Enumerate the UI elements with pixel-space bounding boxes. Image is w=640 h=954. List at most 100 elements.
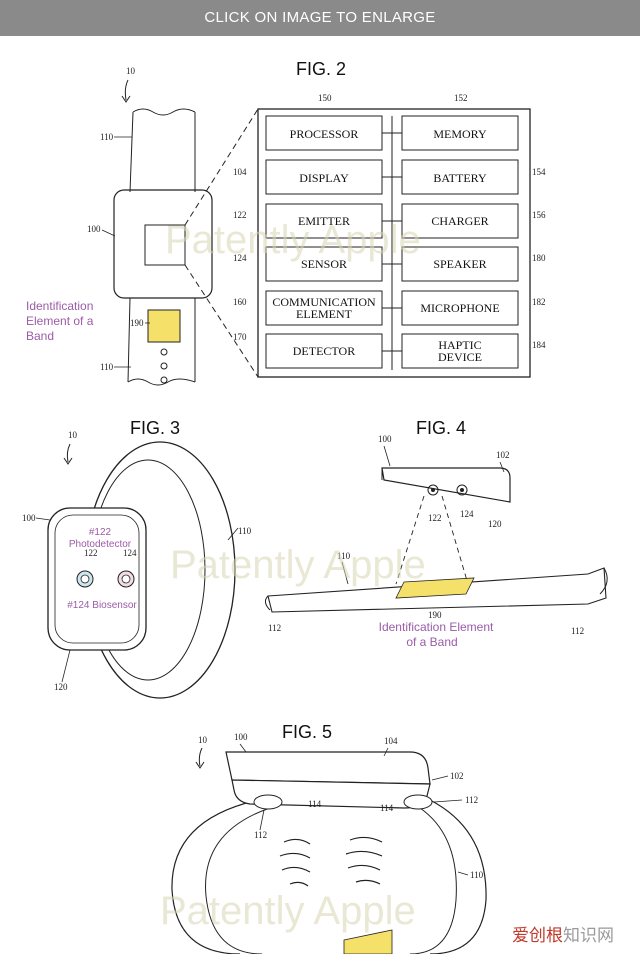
fig2-zoom-line-bottom — [184, 264, 259, 378]
fig5-ref-lug-left: 114 — [308, 799, 322, 809]
watermark-fig5: Patently Apple — [160, 889, 416, 933]
fig5-watch-top — [225, 751, 431, 785]
fig4-sensor-core — [460, 488, 464, 492]
site-watermark-rest: 知识网 — [563, 926, 614, 946]
fig4-identification-element — [395, 577, 475, 599]
label-device: DEVICE — [438, 350, 482, 364]
fig2-watch-case — [113, 189, 213, 299]
fig3-bottom-leader — [61, 649, 71, 683]
fig2-device-arrow — [121, 95, 131, 103]
fig3-watch-back — [54, 514, 140, 644]
fig5-title: FIG. 5 — [282, 722, 332, 742]
fig4-cone-left — [395, 495, 425, 585]
fig5-device-leader — [198, 747, 203, 767]
fig4-ref-emitter: 122 — [428, 513, 442, 523]
fig5-corner-leader — [431, 775, 449, 781]
fig2-zoom-line-top — [184, 108, 259, 226]
ref-memory: 152 — [454, 93, 468, 103]
fig4-cone-right — [441, 495, 469, 585]
fig3-ref-bottom: 120 — [54, 682, 68, 692]
fig2-band-hole — [160, 348, 168, 356]
fig5-lug-left — [253, 794, 283, 810]
label-speaker: SPEAKER — [433, 257, 486, 271]
watermark-fig2: Patently Apple — [165, 218, 421, 262]
fig4-title: FIG. 4 — [416, 418, 466, 438]
fig2-band-hole — [160, 376, 168, 384]
fig2-band-top-edge — [132, 108, 196, 116]
ref-emitter: 122 — [233, 210, 247, 220]
fig2-band-bottom-edge — [127, 378, 196, 386]
fig4-ref-left-end: 112 — [268, 623, 281, 633]
fig2-band-hole — [160, 362, 168, 370]
fig3-band-leader — [227, 527, 239, 541]
label-sensor: SENSOR — [301, 257, 347, 271]
label-battery: BATTERY — [433, 171, 487, 185]
enlarge-banner[interactable]: CLICK ON IMAGE TO ENLARGE — [0, 0, 640, 36]
fig2-ref-device: 10 — [126, 66, 136, 76]
fig4-ref-right-end: 112 — [571, 626, 584, 636]
fig5-ref-end-left: 112 — [254, 830, 267, 840]
fig4-annotation-line2: of a Band — [406, 635, 457, 649]
fig3-annot-top-2: Photodetector — [69, 539, 132, 550]
fig5-band-leader — [457, 871, 469, 876]
fig3-ref-sensor: 124 — [123, 548, 137, 558]
label-communication: COMMUNICATION — [272, 295, 376, 309]
ref-microphone: 182 — [532, 297, 546, 307]
fig2-left-blocks — [265, 115, 383, 369]
fig2-device-leader — [124, 79, 129, 101]
fig4-corner-leader — [499, 461, 505, 473]
ref-communication: 160 — [233, 297, 247, 307]
fig4-emitter-core — [431, 488, 435, 492]
ref-detector: 170 — [233, 332, 247, 342]
fig5-band-left-outer — [171, 799, 259, 954]
fig2-ref-watch: 100 — [87, 224, 101, 234]
fig5-watch-leader — [239, 743, 247, 753]
fig2-ref-id-element: 190 — [130, 318, 144, 328]
fig3-watch-case — [47, 507, 147, 651]
fig3-photodetector-lens — [80, 574, 90, 584]
fig3-watch-leader — [35, 517, 51, 521]
fig5-lug-right — [403, 794, 433, 810]
fig4-watch-leader — [383, 445, 391, 467]
fig2-title: FIG. 2 — [296, 59, 346, 79]
fig4-ref-sensor: 124 — [460, 509, 474, 519]
fig4-emitter — [427, 484, 439, 496]
fig4-ref-band: 110 — [337, 551, 351, 561]
ref-haptic: 184 — [532, 340, 546, 350]
fig3-title: FIG. 3 — [130, 418, 180, 438]
fig2-bus-connectors — [382, 132, 402, 352]
fig2-band-bottom-left — [127, 297, 131, 383]
fig5-device-arrow — [195, 761, 205, 769]
fig5-end-left-leader — [259, 809, 265, 831]
fig5-band-right-inner — [409, 807, 457, 954]
ref-display: 104 — [233, 167, 247, 177]
fig3-device-leader — [66, 443, 71, 463]
fig5-signal-waves — [279, 836, 383, 887]
fig5-ref-display: 104 — [384, 736, 398, 746]
fig3-ref-band: 110 — [238, 526, 252, 536]
fig4-annotation-line1: Identification Element — [379, 620, 494, 634]
fig4-band-right-curl — [599, 567, 608, 595]
fig2-annotation-line2: Element of a — [26, 314, 94, 328]
ref-processor: 150 — [318, 93, 332, 103]
fig5-identification-element — [343, 929, 393, 954]
fig3-ref-device: 10 — [68, 430, 78, 440]
ref-speaker: 180 — [532, 253, 546, 263]
fig4-band-leader — [341, 561, 349, 585]
fig5-end-right-leader — [433, 799, 463, 803]
fig5-ref-band: 110 — [470, 870, 484, 880]
fig3-biosensor-lens — [121, 574, 131, 584]
fig2-watch-display — [144, 224, 186, 266]
fig2-annotation-line1: Identification — [26, 299, 93, 313]
fig2-identification-element — [147, 309, 181, 343]
ref-battery: 154 — [532, 167, 546, 177]
fig2-ref-band-bottom: 110 — [100, 362, 114, 372]
fig3-device-arrow — [63, 457, 73, 465]
label-charger: CHARGER — [431, 214, 488, 228]
label-display: DISPLAY — [299, 171, 349, 185]
label-emitter: EMITTER — [298, 214, 350, 228]
fig3-ref-watch: 100 — [22, 513, 36, 523]
fig5-ref-corner: 102 — [450, 771, 464, 781]
